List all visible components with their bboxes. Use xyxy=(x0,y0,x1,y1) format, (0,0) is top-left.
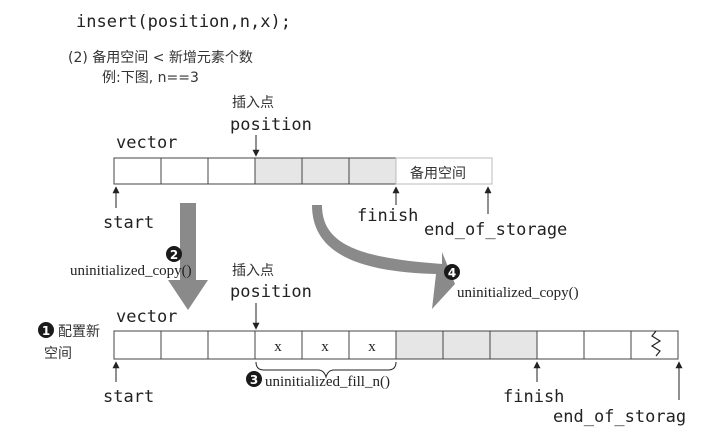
top-spare-label: 备用空间 xyxy=(410,165,466,182)
step3-label: uninitialized_fill_n() xyxy=(265,374,390,390)
bottom-fill-x-1: x xyxy=(274,339,282,355)
top-cell xyxy=(113,157,162,185)
step1-badge: 1 xyxy=(38,322,54,338)
top-start-label: start xyxy=(103,213,154,233)
step2-big-arrow xyxy=(168,203,208,310)
bottom-start-label: start xyxy=(103,387,154,407)
bottom-insert-point-label: 插入点 xyxy=(232,263,274,279)
top-finish-label: finish xyxy=(357,206,418,226)
bottom-spare-cell xyxy=(536,330,585,360)
bottom-cell xyxy=(442,330,491,360)
bottom-spare-cell xyxy=(583,330,632,360)
top-position-label: position xyxy=(230,115,312,135)
step3-badge: 3 xyxy=(246,371,262,387)
step2-label: uninitialized_copy() xyxy=(70,263,192,279)
bottom-finish-label: finish xyxy=(503,387,564,407)
step3-number: 3 xyxy=(250,373,258,387)
bottom-position-label: position xyxy=(230,282,312,302)
top-vector-cells xyxy=(113,157,493,185)
bottom-fill-cell xyxy=(348,330,397,360)
bottom-vector-label: vector xyxy=(116,307,177,327)
example-line: 例:下图, n==3 xyxy=(102,70,199,86)
step4-number: 4 xyxy=(448,266,456,280)
step2-badge: 2 xyxy=(166,246,182,262)
bottom-eos-label: end_of_storag xyxy=(553,407,686,427)
top-insert-point-label: 插入点 xyxy=(232,95,274,111)
fill-range-brace xyxy=(255,361,397,379)
step1-number: 1 xyxy=(42,324,50,338)
step1-label-line2: 空间 xyxy=(44,346,72,362)
bottom-cell xyxy=(160,330,209,360)
case-heading: (2) 备用空间 < 新增元素个数 xyxy=(68,49,253,66)
top-cell xyxy=(254,157,303,185)
step4-badge: 4 xyxy=(444,264,460,280)
step2-number: 2 xyxy=(170,248,178,262)
top-eos-label: end_of_storage xyxy=(424,220,567,240)
bottom-cell xyxy=(395,330,444,360)
bottom-fill-cell xyxy=(254,330,303,360)
step4-label: uninitialized_copy() xyxy=(457,285,579,301)
top-cell xyxy=(301,157,350,185)
bottom-cell xyxy=(207,330,256,360)
bottom-fill-x-3: x xyxy=(368,339,376,355)
bottom-cell xyxy=(489,330,538,360)
step4-big-arrow xyxy=(312,205,455,309)
top-cell xyxy=(160,157,209,185)
top-spare-cell xyxy=(395,157,493,185)
bottom-zigzag-break xyxy=(650,330,662,357)
top-cell xyxy=(348,157,397,185)
bottom-vector-cells xyxy=(113,330,679,360)
step1-label-line1: 配置新 xyxy=(58,324,100,340)
top-cell xyxy=(207,157,256,185)
top-vector-label: vector xyxy=(116,133,177,153)
bottom-fill-x-2: x xyxy=(321,339,329,355)
code-line: insert(position,n,x); xyxy=(76,12,291,32)
bottom-cell xyxy=(113,330,162,360)
